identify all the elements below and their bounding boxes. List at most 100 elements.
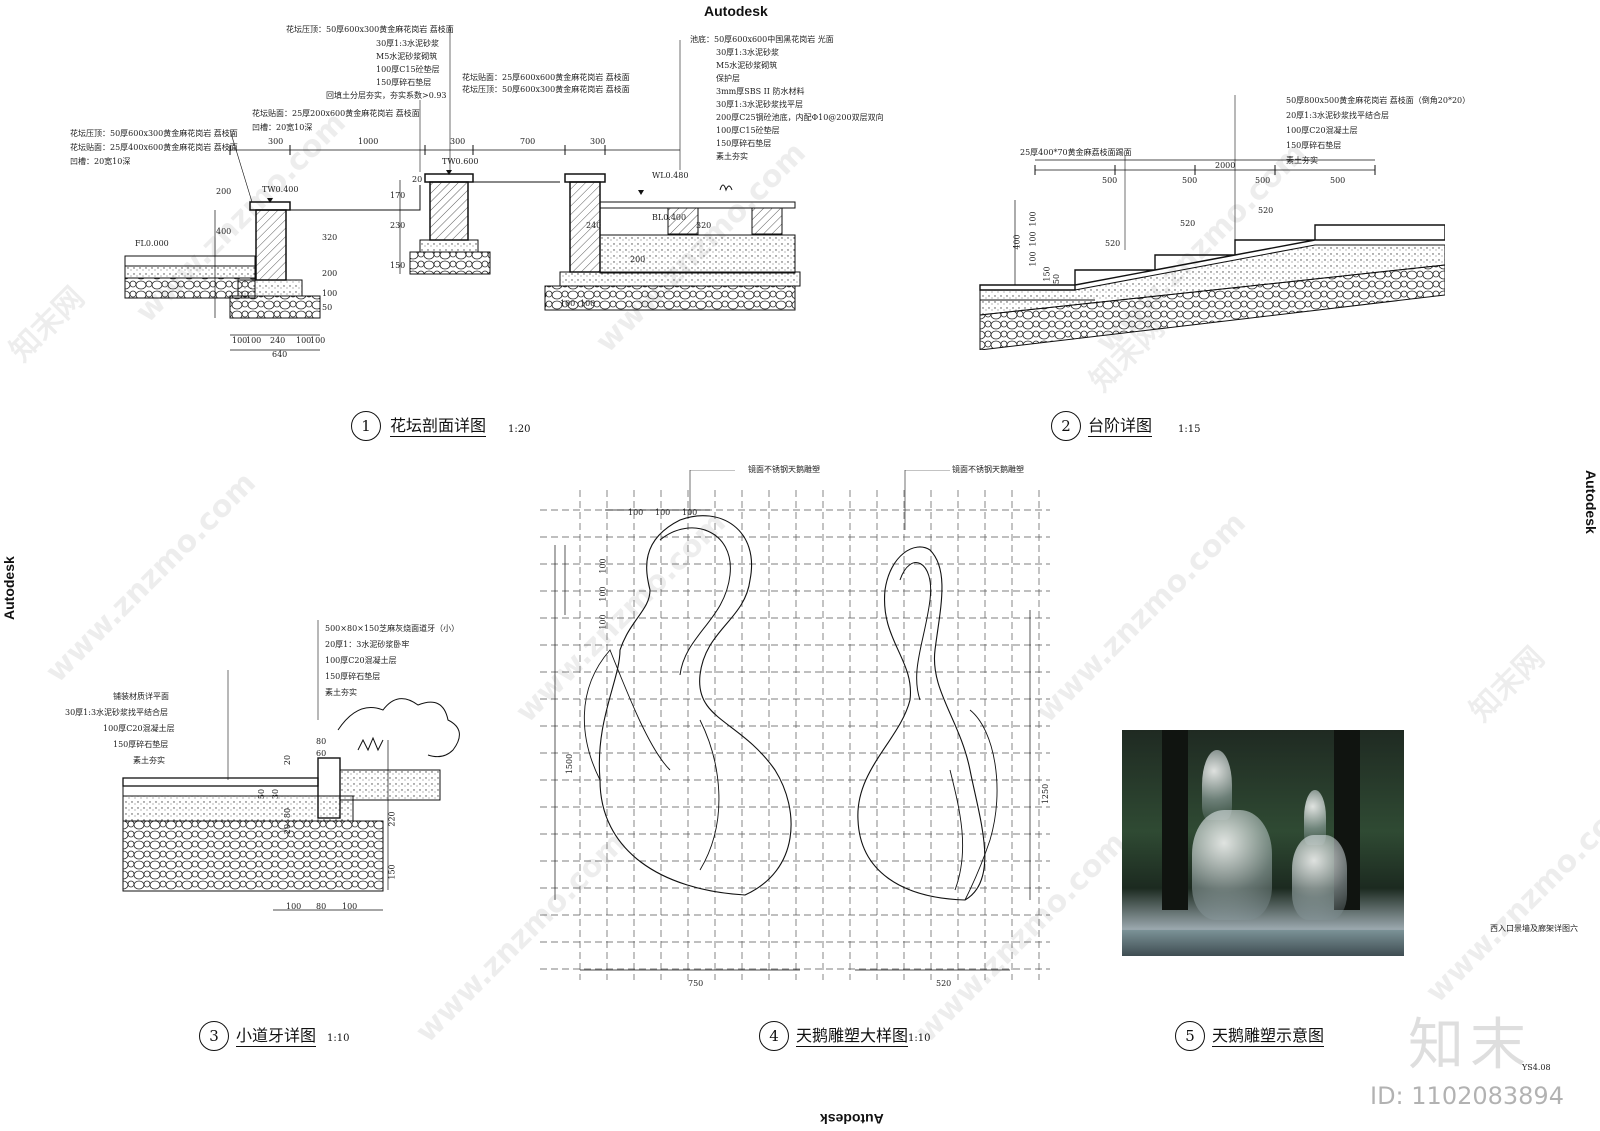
d3-scale: 1:10 bbox=[327, 1033, 350, 1044]
d1-pool-note-2: 30厚1:3水泥砂浆 bbox=[716, 48, 780, 57]
d2-scale: 1:15 bbox=[1178, 424, 1201, 435]
d1-pool-note-9: 150厚碎石垫层 bbox=[716, 139, 772, 148]
detail2-drawing bbox=[979, 95, 1445, 350]
d3-note-right-5: 素土夯实 bbox=[325, 688, 357, 697]
d1-note-mid-2: 30厚1:3水泥砂浆 bbox=[376, 39, 440, 48]
d4-dim-bottom-2: 520 bbox=[936, 979, 952, 988]
d1-dim-bottom-5: 100 bbox=[310, 336, 326, 345]
d4-number: 4 bbox=[759, 1021, 789, 1051]
watermark-id: ID: 1102083894 bbox=[1370, 1082, 1564, 1110]
d4-dim-top-3: 100 bbox=[682, 508, 698, 517]
d1-dim-bottom-3: 240 bbox=[270, 336, 286, 345]
d2-dim-8: 150 bbox=[1042, 266, 1052, 282]
d1-dim-v-1: 200 bbox=[216, 187, 232, 196]
autodesk-right: Autodesk bbox=[1583, 470, 1599, 534]
d1-note-mid-6: 回填土分层夯实，夯实系数>0.93 bbox=[326, 91, 447, 100]
d1-dim-v-8: 100 bbox=[322, 289, 338, 298]
d4-dim-side-5: 1250 bbox=[1041, 783, 1051, 805]
d1-dim-bottom-1: 100 bbox=[232, 336, 248, 345]
watermark-1: 知末网 bbox=[3, 280, 92, 369]
d1-level-wl: WL0.480 bbox=[652, 171, 689, 180]
d4-scale: 1:10 bbox=[908, 1033, 931, 1044]
d3-dim-bottom-2: 80 bbox=[316, 902, 327, 911]
d1-dim-v-12: 320 bbox=[696, 221, 712, 230]
d3-dim-4: 50 bbox=[257, 788, 267, 800]
swan-body-small bbox=[1292, 835, 1347, 920]
d3-note-left-3: 100厚C20混凝土层 bbox=[103, 724, 175, 733]
d3-note-right-1: 500×80×150芝麻灰烧面道牙（小） bbox=[325, 624, 460, 633]
d3-dim-5: 30 bbox=[271, 788, 281, 800]
d1-dim-v-15: 100 bbox=[580, 299, 596, 308]
d4-title: 天鹅雕塑大样图 bbox=[796, 1026, 909, 1047]
d1-pool-note-3: M5水泥砂浆砌筑 bbox=[716, 61, 778, 70]
d2-dim-2: 520 bbox=[1180, 219, 1196, 228]
d1-note-mid3-2: 花坛压顶：50厚600x300黄金麻花岗岩 荔枝面 bbox=[462, 85, 630, 94]
d1-note-mid-5: 150厚碎石垫层 bbox=[376, 78, 432, 87]
znzmo-logo: 知末 bbox=[1408, 1013, 1532, 1078]
d1-dim-v-4: 230 bbox=[390, 221, 406, 230]
d1-dim-v-5: 320 bbox=[322, 233, 338, 242]
d3-note-left-5: 素土夯实 bbox=[133, 756, 165, 765]
swan-grid bbox=[540, 490, 1050, 980]
d3-dim-3: 20 bbox=[283, 754, 293, 766]
d1-note-left-2: 花坛贴面：25厚400x600黄金麻花岗岩 荔枝面 bbox=[70, 143, 238, 152]
d2-note-left: 25厚400*70黄金麻荔枝面踢面 bbox=[1020, 148, 1132, 157]
swan-neck-small bbox=[1304, 790, 1326, 845]
d2-dim-top-3: 500 bbox=[1255, 176, 1271, 185]
watermark-7: www.znzmo.com bbox=[1028, 505, 1253, 730]
photo-column-left bbox=[1162, 730, 1188, 910]
d4-dim-bottom-1: 750 bbox=[688, 979, 704, 988]
d4-dim-side-3: 100 bbox=[598, 614, 608, 630]
d2-note-2: 20厚1:3水泥砂浆找平结合层 bbox=[1286, 111, 1390, 120]
d4-dim-side-4: 1500 bbox=[565, 753, 575, 775]
d3-note-left-1: 铺装材质详平面 bbox=[113, 692, 169, 701]
d1-title: 花坛剖面详图 bbox=[390, 416, 487, 437]
d1-level-tw400: TW0.400 bbox=[262, 185, 299, 194]
autodesk-left: Autodesk bbox=[1, 556, 17, 620]
autodesk-bottom: Autodesk bbox=[820, 1111, 884, 1127]
detail3-drawing bbox=[122, 620, 460, 911]
d1-note-mid-3: M5水泥砂浆砌筑 bbox=[376, 52, 438, 61]
d1-note-left-3: 凹槽：20宽10深 bbox=[70, 157, 131, 166]
d1-note-mid2-1: 花坛贴面：25厚200x600黄金麻花岗岩 荔枝面 bbox=[252, 109, 420, 118]
d2-dim-5: 100 bbox=[1028, 211, 1038, 227]
d1-note-mid2-2: 凹槽：20宽10深 bbox=[252, 123, 313, 132]
d2-note-1: 50厚800x500黄金麻花岗岩 荔枝面（倒角20*20） bbox=[1286, 96, 1471, 105]
d1-dim-v-7: 200 bbox=[322, 269, 338, 278]
d3-dim-bottom-1: 100 bbox=[286, 902, 302, 911]
d2-dim-4: 400 bbox=[1012, 234, 1022, 250]
d1-dim-top-3: 300 bbox=[450, 137, 466, 146]
d2-note-3: 100厚C20混凝土层 bbox=[1286, 126, 1358, 135]
d3-title: 小道牙详图 bbox=[236, 1026, 317, 1047]
d4-dim-side-1: 100 bbox=[598, 558, 608, 574]
d2-note-5: 素土夯实 bbox=[1286, 156, 1318, 165]
d3-note-right-3: 100厚C20混凝土层 bbox=[325, 656, 397, 665]
d1-pool-note-6: 30厚1:3水泥砂浆找平层 bbox=[716, 100, 804, 109]
d2-dim-6: 100 bbox=[1028, 231, 1038, 247]
d1-note-left-1: 花坛压顶：50厚600x300黄金麻花岗岩 荔枝面 bbox=[70, 129, 238, 138]
d2-dim-1: 520 bbox=[1105, 239, 1121, 248]
d3-note-left-2: 30厚1:3水泥砂浆找平结合层 bbox=[65, 708, 169, 717]
d1-dim-v-3: 170 bbox=[390, 191, 406, 200]
d1-dim-bottom-2: 100 bbox=[246, 336, 262, 345]
d2-dim-top-total: 2000 bbox=[1215, 161, 1236, 170]
d1-pool-note-8: 100厚C15砼垫层 bbox=[716, 126, 780, 135]
d1-dim-v-6: 150 bbox=[390, 261, 406, 270]
d5-title: 天鹅雕塑示意图 bbox=[1212, 1026, 1325, 1047]
d4-dim-side-2: 100 bbox=[598, 586, 608, 602]
d3-dim-2: 60 bbox=[316, 749, 327, 758]
d4-label-1: 镜面不锈钢天鹅雕塑 bbox=[748, 465, 820, 474]
swan-sculpture-photo bbox=[1122, 730, 1404, 956]
d1-dim-v-10: 20 bbox=[412, 175, 423, 184]
autodesk-top: Autodesk bbox=[704, 3, 768, 19]
d1-scale: 1:20 bbox=[508, 424, 531, 435]
watermark-10: www.znzmo.com bbox=[1418, 785, 1600, 1010]
swan-body-large bbox=[1192, 810, 1272, 920]
d1-dim-v-9: 50 bbox=[322, 303, 333, 312]
d2-dim-top-2: 500 bbox=[1182, 176, 1198, 185]
d3-dim-1: 80 bbox=[316, 737, 327, 746]
d2-dim-3: 520 bbox=[1258, 206, 1274, 215]
d1-dim-top-2: 1000 bbox=[358, 137, 379, 146]
d3-note-right-2: 20厚1：3水泥砂浆卧牢 bbox=[325, 640, 410, 649]
